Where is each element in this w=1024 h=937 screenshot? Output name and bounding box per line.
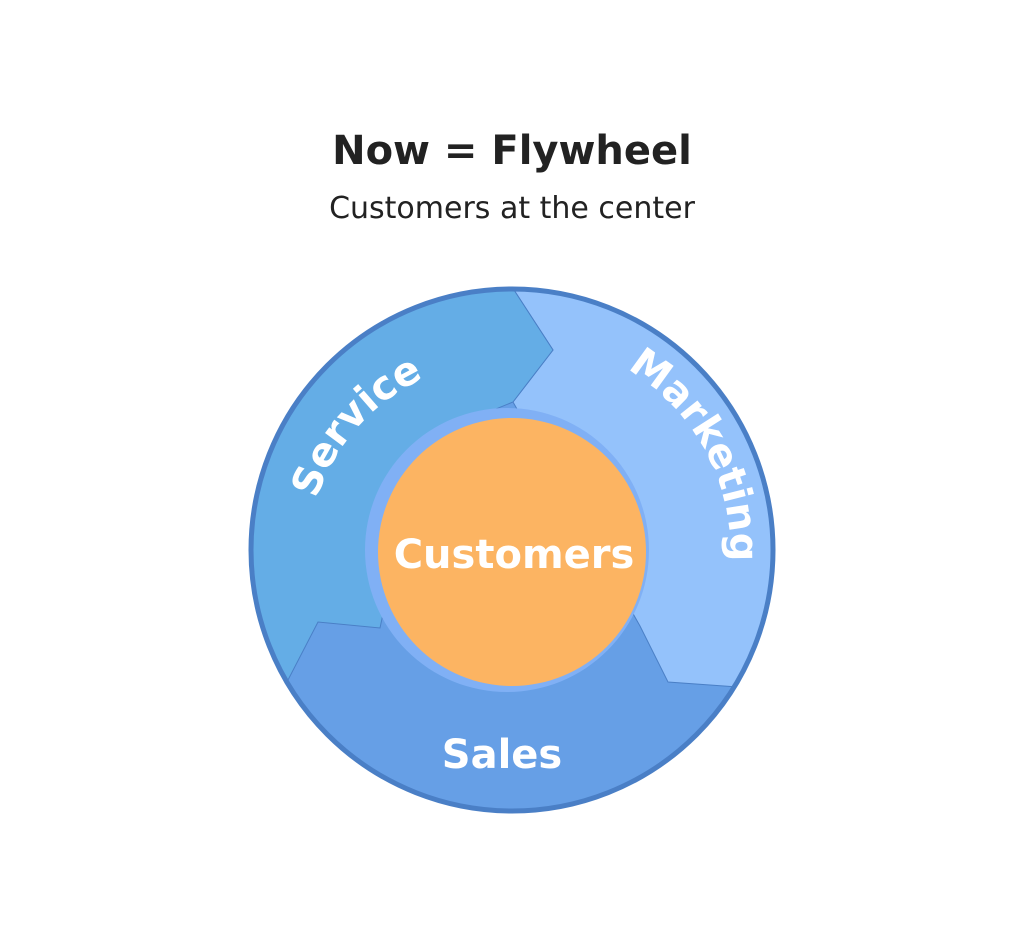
segment-label-sales: Sales xyxy=(442,732,562,778)
page-subtitle: Customers at the center xyxy=(329,191,695,226)
wheel-outer-border xyxy=(248,286,776,814)
center-customers-circle xyxy=(378,418,646,686)
center-label-customers: Customers xyxy=(394,532,635,578)
page-title: Now = Flywheel xyxy=(332,128,692,174)
